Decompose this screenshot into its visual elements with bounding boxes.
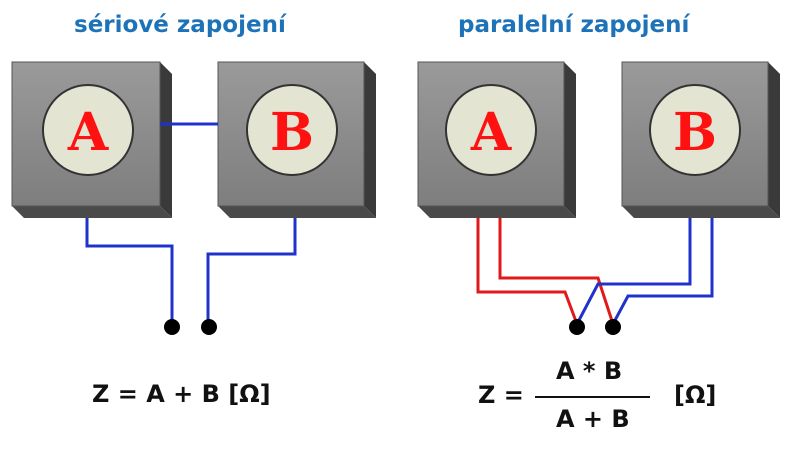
parallel-disc-a bbox=[445, 84, 537, 176]
parallel-label-a: A bbox=[470, 102, 512, 163]
series-disc-a bbox=[42, 84, 134, 176]
series-label-a: A bbox=[67, 102, 109, 163]
parallel-wire-b-right bbox=[611, 218, 714, 325]
parallel-terminal-left bbox=[569, 319, 585, 335]
series-box-a: A bbox=[11, 61, 172, 218]
parallel-box-b: B bbox=[621, 61, 780, 218]
parallel-formula-denominator: A + B bbox=[556, 405, 630, 433]
parallel-label-b: B bbox=[673, 102, 717, 163]
series-wire-b bbox=[206, 218, 297, 324]
parallel-wire-a-right bbox=[498, 218, 615, 325]
series-terminal-left bbox=[164, 319, 180, 335]
series-title: sériové zapojení bbox=[74, 12, 286, 38]
parallel-wire-b-left bbox=[575, 218, 692, 325]
series-circuit: A B bbox=[11, 61, 376, 335]
series-terminal-right bbox=[201, 319, 217, 335]
series-box-b: B bbox=[217, 61, 376, 218]
parallel-title: paralelní zapojení bbox=[458, 12, 690, 38]
series-wire-a bbox=[85, 218, 174, 324]
parallel-circuit: A B bbox=[417, 61, 780, 335]
parallel-box-a: A bbox=[417, 61, 576, 218]
parallel-wire-a-left bbox=[476, 218, 579, 325]
series-disc-b bbox=[246, 84, 338, 176]
parallel-formula-left: Z = bbox=[478, 381, 524, 409]
parallel-terminal-right bbox=[605, 319, 621, 335]
series-label-b: B bbox=[270, 102, 314, 163]
series-formula: Z = A + B [Ω] bbox=[92, 380, 271, 408]
parallel-formula-numerator: A * B bbox=[556, 357, 623, 385]
parallel-formula-unit: [Ω] bbox=[674, 381, 717, 409]
parallel-disc-b bbox=[649, 84, 741, 176]
